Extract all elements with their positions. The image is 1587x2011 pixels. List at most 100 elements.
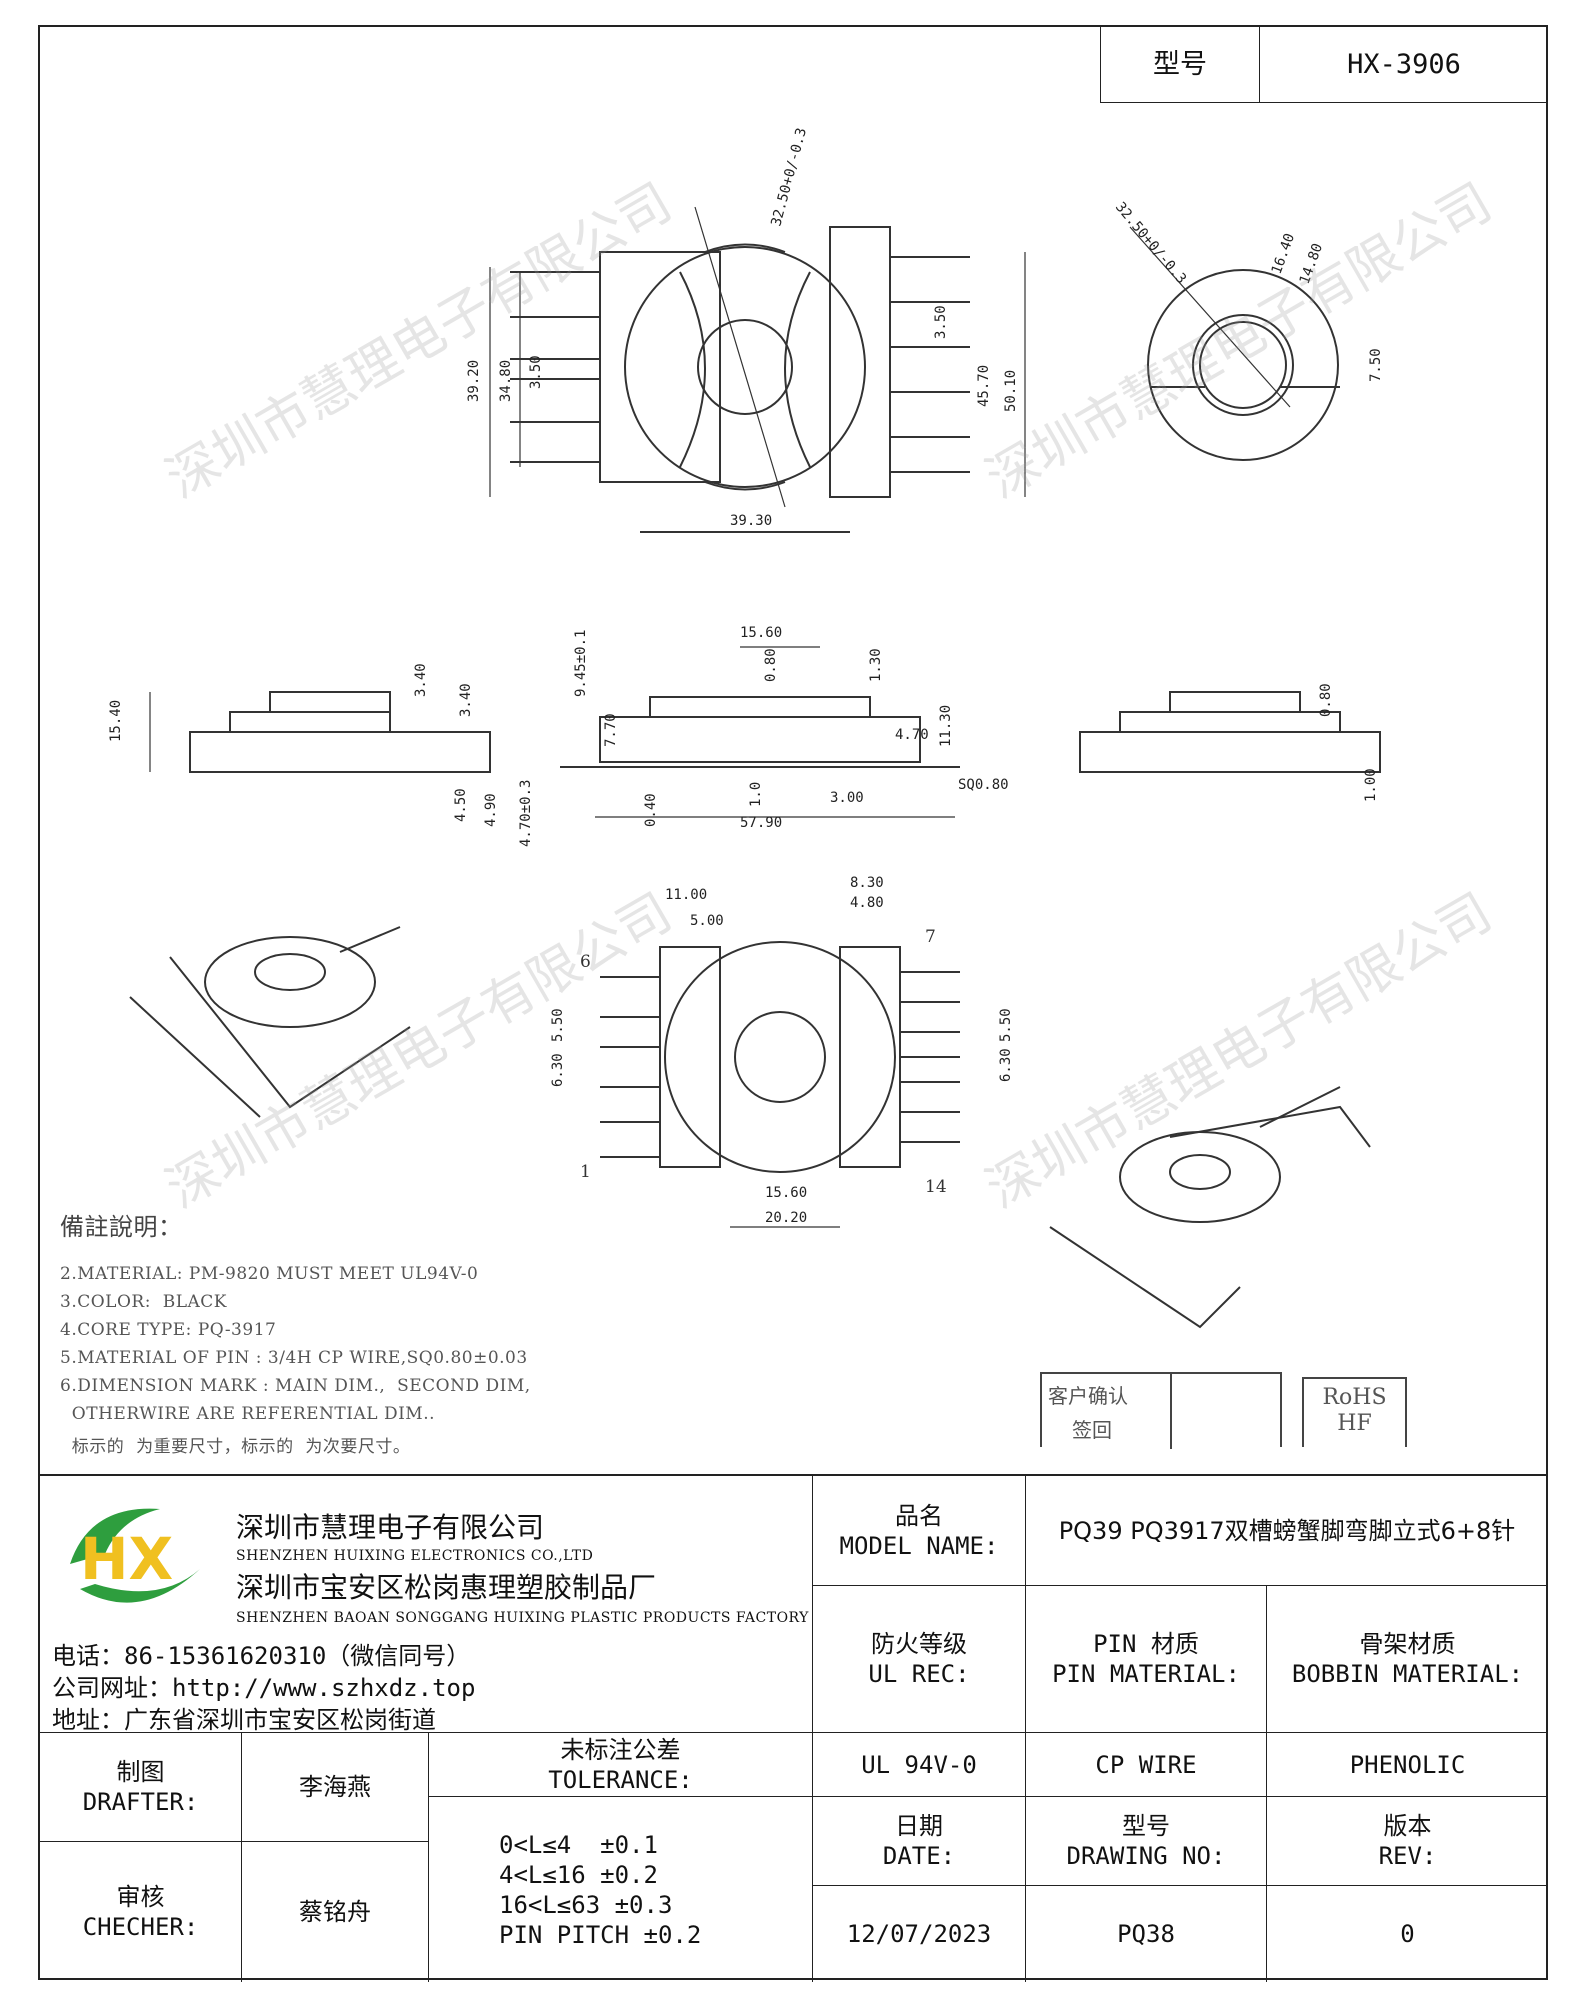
rohs-text: RoHS xyxy=(1322,1385,1387,1410)
dim-label: 14.80 xyxy=(1297,241,1326,286)
bottom-view xyxy=(600,941,960,1228)
drawing-no-value-cell: PQ38 xyxy=(1025,1885,1267,1982)
checker-en: CHECHER: xyxy=(82,1913,199,1941)
logo-text: HX xyxy=(80,1525,173,1593)
dim-label: 0.80 xyxy=(1318,683,1334,717)
tolerance-values-cell: 0<L≤4 ±0.1 4<L≤16 ±0.2 16<L≤63 ±0.3 PIN … xyxy=(428,1796,813,1982)
bobbin-material-en: BOBBIN MATERIAL: xyxy=(1291,1660,1524,1688)
tolerance-line: 0<L≤4 ±0.1 xyxy=(499,1830,658,1859)
model-label: 型号 xyxy=(1153,48,1207,80)
confirm-line2: 签回 xyxy=(1072,1418,1112,1442)
rohs-hf-stamp: RoHS HF xyxy=(1302,1377,1407,1447)
tolerance-label-cell: 未标注公差 TOLERANCE: xyxy=(428,1732,813,1797)
company-info: HX 深圳市慧理电子有限公司 SHENZHEN HUIXING ELECTRON… xyxy=(40,1476,812,1734)
drawing-no-cn: 型号 xyxy=(1122,1812,1170,1840)
date-label-cell: 日期 DATE: xyxy=(812,1796,1026,1886)
dim-label: 4.50 xyxy=(453,788,469,822)
top-view-left xyxy=(489,206,1026,533)
pin-number: 7 xyxy=(925,927,936,947)
drafter-name: 李海燕 xyxy=(299,1773,371,1801)
rev-cn: 版本 xyxy=(1383,1812,1432,1840)
customer-confirm-stamp: 客户确认 签回 xyxy=(1040,1372,1282,1449)
core-view xyxy=(1129,226,1340,461)
dim-label: 4.70±0.3 xyxy=(518,780,534,847)
dim-label: 3.00 xyxy=(830,790,864,806)
company-website: 公司网址：http://www.szhxdz.top xyxy=(52,1674,476,1702)
model-value: HX-3906 xyxy=(1347,48,1461,80)
rev-en: REV: xyxy=(1378,1842,1437,1870)
dim-label: 1.0 xyxy=(748,782,764,807)
model-name-en: MODEL NAME: xyxy=(839,1531,999,1560)
dim-label: SQ0.80 xyxy=(958,777,1009,793)
rev-value-cell: 0 xyxy=(1266,1885,1548,1982)
dim-label: 4.70 xyxy=(895,727,929,743)
fire-rating-value: UL 94V-0 xyxy=(861,1750,977,1779)
dim-label: 5.00 xyxy=(690,913,724,929)
dim-label: 4.80 xyxy=(850,895,884,911)
side-view-middle xyxy=(560,646,960,818)
dim-label: 15.40 xyxy=(108,700,124,742)
bobbin-material-value-cell: PHENOLIC xyxy=(1266,1732,1548,1797)
company-name-en: SHENZHEN HUIXING ELECTRONICS CO.,LTD xyxy=(236,1548,594,1564)
dim-label: 39.30 xyxy=(730,513,772,529)
fire-rating-label-cell: 防火等级 UL REC: xyxy=(812,1585,1026,1733)
company-logo-icon: HX xyxy=(70,1508,200,1603)
fire-rating-value-cell: UL 94V-0 xyxy=(812,1732,1026,1797)
isometric-view-right xyxy=(1049,1086,1371,1329)
note-line: 标示的 为重要尺寸，标示的 为次要尺寸。 xyxy=(60,1437,411,1457)
drafter-label-cell: 制图 DRAFTER: xyxy=(40,1732,242,1842)
company-phone: 电话：86-15361620310（微信同号） xyxy=(52,1642,471,1670)
pin-material-cn: PIN 材质 xyxy=(1093,1630,1199,1658)
checker-name: 蔡铭舟 xyxy=(299,1898,371,1926)
dim-label: 6.30 xyxy=(550,1053,566,1087)
side-view-left xyxy=(149,691,491,773)
company-name-cn: 深圳市慧理电子有限公司 xyxy=(236,1511,545,1544)
dim-label: 0.40 xyxy=(643,793,659,827)
tolerance-en: TOLERANCE: xyxy=(548,1765,693,1794)
isometric-view-left xyxy=(129,926,411,1118)
dim-label: 8.30 xyxy=(850,875,884,891)
dim-label: 6.30 xyxy=(998,1048,1014,1082)
bobbin-material-value: PHENOLIC xyxy=(1349,1750,1466,1779)
drafter-name-cell: 李海燕 xyxy=(241,1732,429,1842)
dim-label: 32.50+0/-0.3 xyxy=(768,126,810,228)
note-line: 6.DIMENSION MARK : MAIN DIM., SECOND DIM… xyxy=(60,1376,531,1396)
title-block: HX 深圳市慧理电子有限公司 SHENZHEN HUIXING ELECTRON… xyxy=(40,1474,1548,1982)
hf-text: HF xyxy=(1337,1411,1372,1436)
note-line: 4.CORE TYPE: PQ-3917 xyxy=(60,1320,277,1340)
dim-label: 11.30 xyxy=(938,705,954,747)
drawing-no-en: DRAWING NO: xyxy=(1066,1842,1226,1870)
dim-label: 5.50 xyxy=(550,1008,566,1042)
technical-drawing: 32.50+0/-0.3 39.20 34.80 3.50 39.30 3.50… xyxy=(108,126,1384,1329)
dim-label: 15.60 xyxy=(740,625,782,641)
pin-number: 14 xyxy=(925,1177,947,1197)
confirm-line1: 客户确认 xyxy=(1048,1384,1128,1408)
tolerance-cn: 未标注公差 xyxy=(560,1735,681,1764)
note-line: 3.COLOR: BLACK xyxy=(60,1292,227,1312)
model-label-cell: 型号 xyxy=(1100,27,1260,103)
date-cn: 日期 xyxy=(895,1812,943,1840)
notes-title: 備註說明： xyxy=(60,1213,183,1241)
pin-material-value-cell: CP WIRE xyxy=(1025,1732,1267,1797)
pin-material-value: CP WIRE xyxy=(1095,1750,1197,1779)
drafter-cn: 制图 xyxy=(116,1758,165,1786)
side-view-right xyxy=(1079,691,1381,773)
checker-label-cell: 审核 CHECHER: xyxy=(40,1841,242,1982)
pin-number: 1 xyxy=(580,1162,591,1182)
checker-name-cell: 蔡铭舟 xyxy=(241,1841,429,1982)
dim-label: 57.90 xyxy=(740,815,782,831)
bobbin-material-cn: 骨架材质 xyxy=(1359,1630,1456,1658)
bobbin-material-label-cell: 骨架材质 BOBBIN MATERIAL: xyxy=(1266,1585,1548,1733)
rev-value: 0 xyxy=(1400,1920,1415,1948)
dim-label: 1.00 xyxy=(1363,768,1379,802)
dim-label: 15.60 xyxy=(765,1185,807,1201)
tolerance-line: 4<L≤16 ±0.2 xyxy=(499,1860,658,1889)
dim-label: 34.80 xyxy=(498,360,514,402)
dim-label: 32.50+0/-0.3 xyxy=(1112,199,1189,287)
note-line: 2.MATERIAL: PM-9820 MUST MEET UL94V-0 xyxy=(60,1264,479,1284)
note-line: OTHERWIRE ARE REFERENTIAL DIM.. xyxy=(60,1404,436,1424)
dim-label: 0.80 xyxy=(763,648,779,682)
dim-label: 9.45±0.1 xyxy=(573,630,589,697)
fire-rating-en: UL REC: xyxy=(868,1660,970,1688)
date-value-cell: 12/07/2023 xyxy=(812,1885,1026,1982)
